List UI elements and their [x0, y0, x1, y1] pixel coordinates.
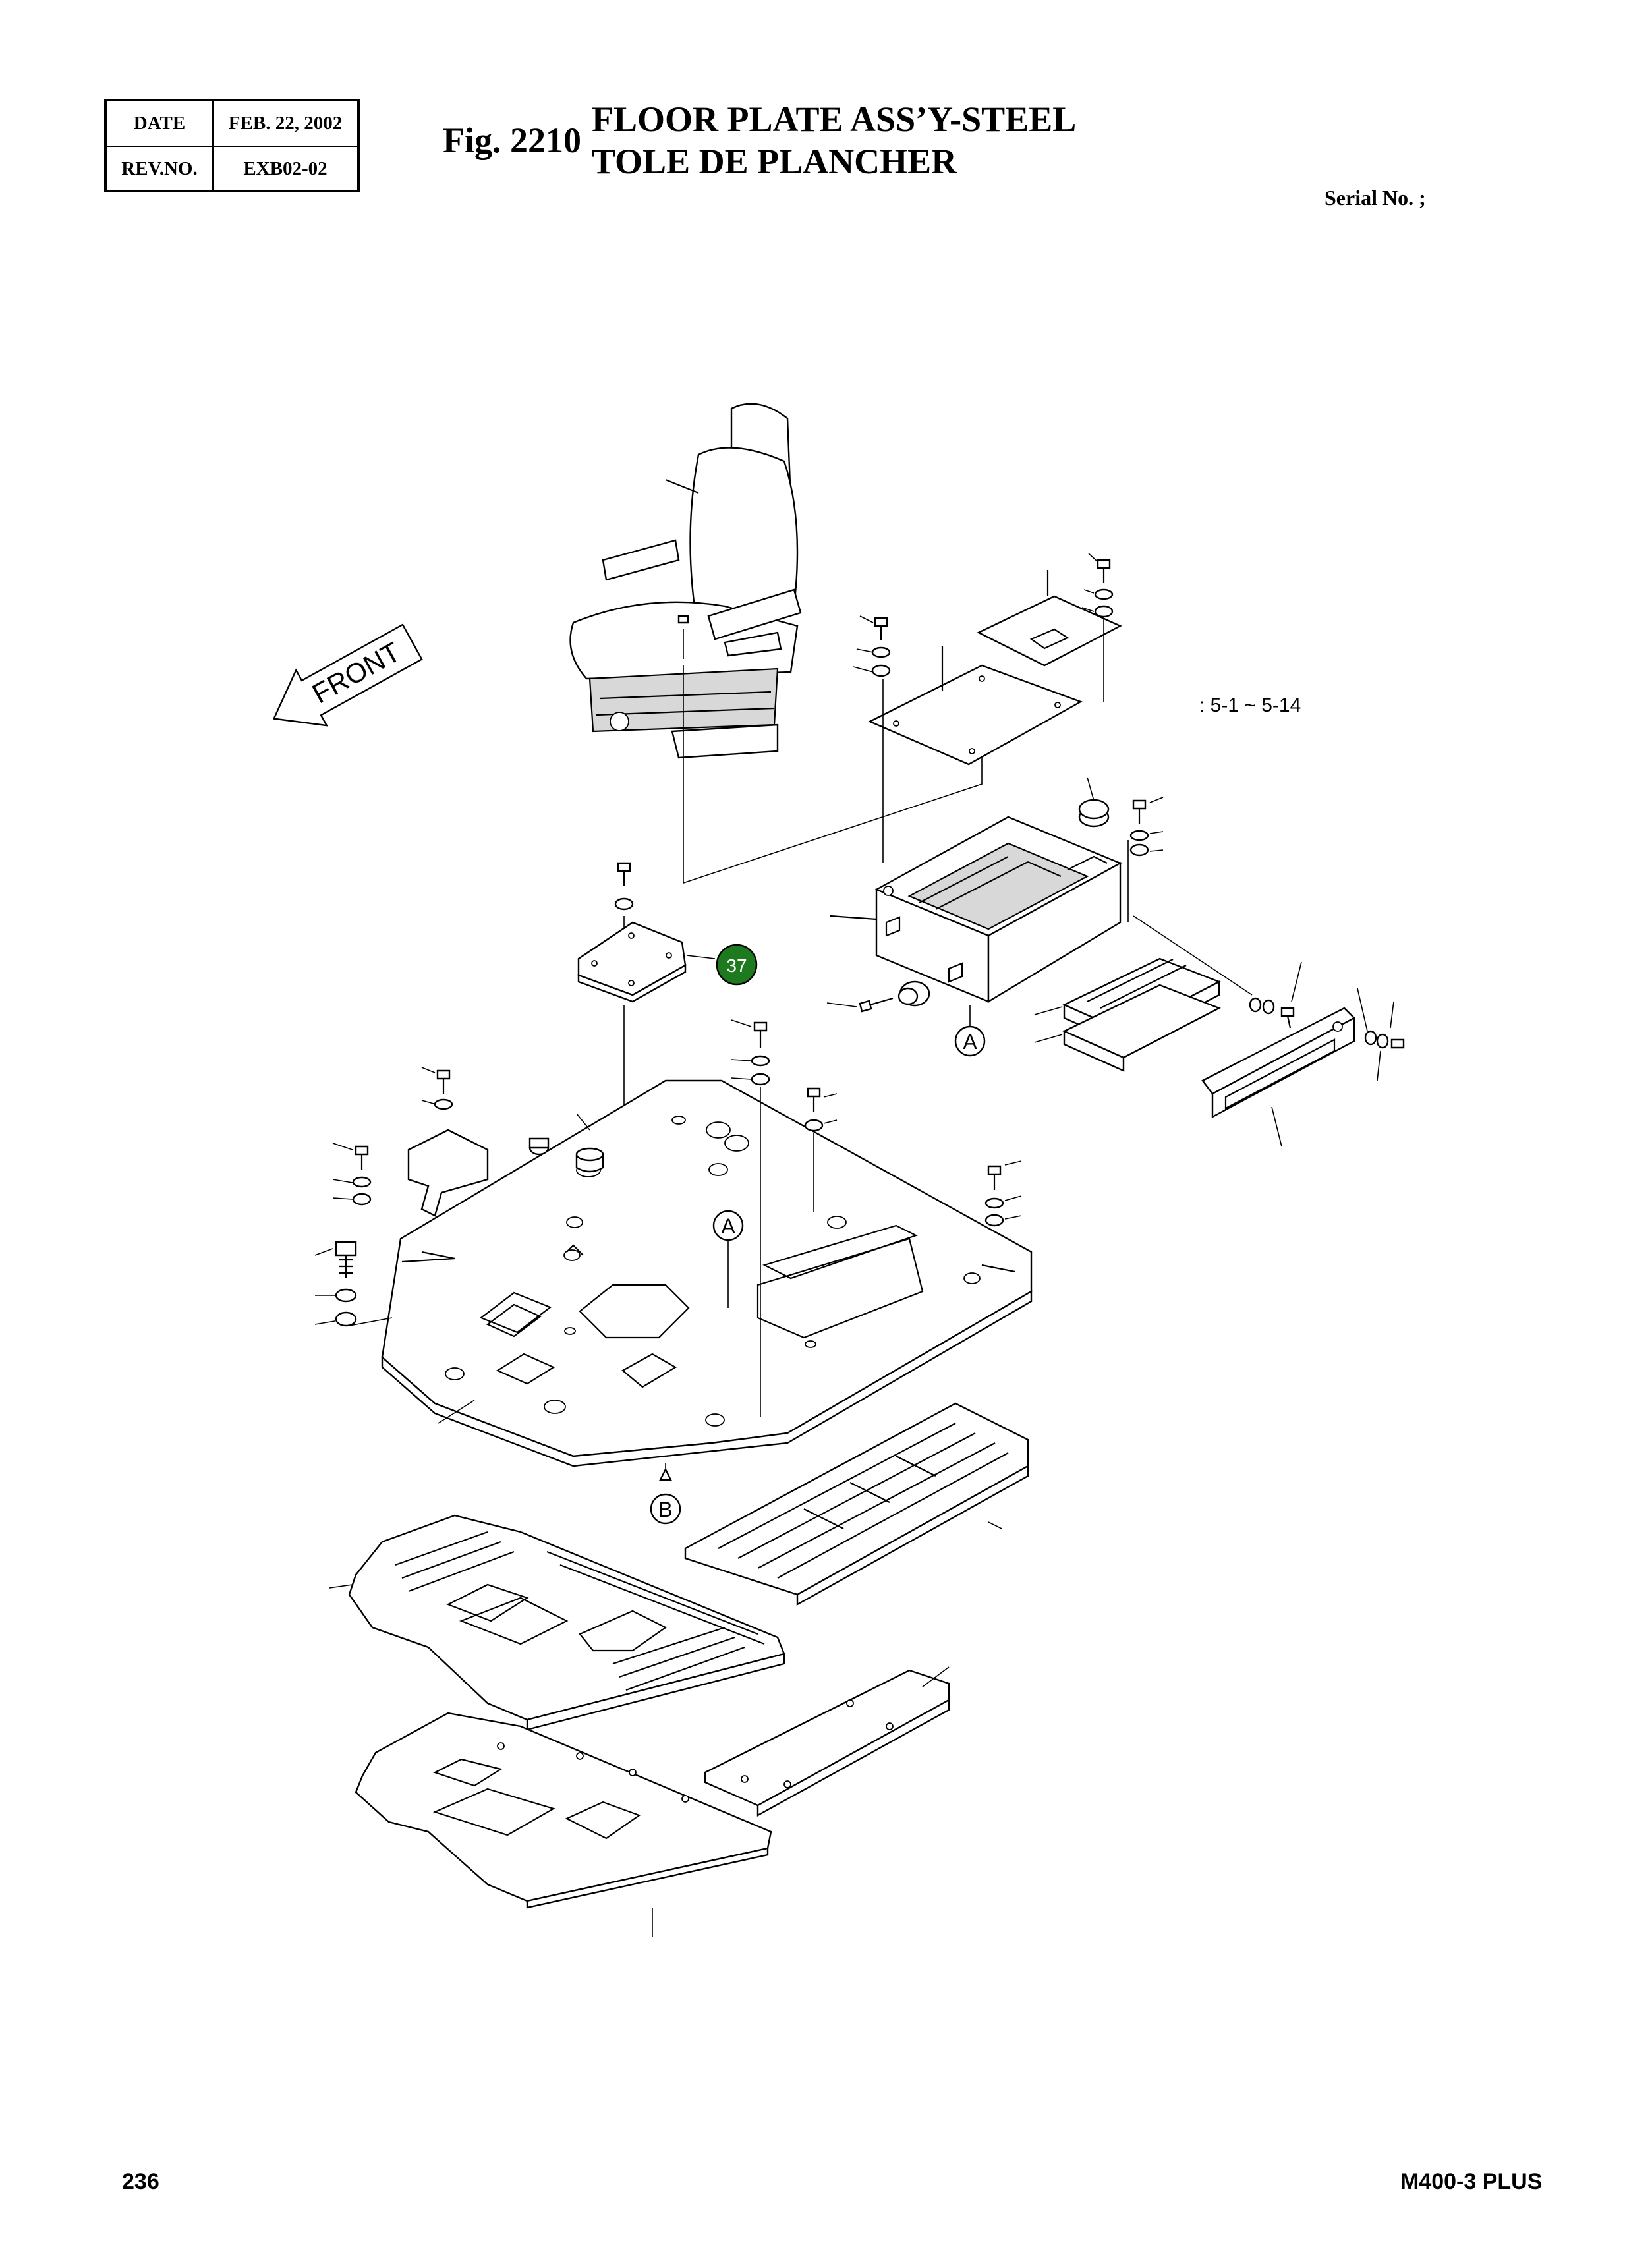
date-row: DATE FEB. 22, 2002 [107, 101, 357, 146]
title-french: TOLE DE PLANCHER [592, 142, 957, 181]
item-bubble-number: 37 [726, 955, 747, 976]
serial-number-label: Serial No. ; [1324, 186, 1426, 210]
rev-label: REV.NO. [107, 147, 214, 191]
revision-table: DATE FEB. 22, 2002 REV.NO. EXB02-02 [104, 99, 360, 192]
reference-note: : 5-1 ~ 5-14 [1199, 694, 1301, 716]
callout-a-box: A [963, 1030, 977, 1054]
callout-a-floor: A [721, 1214, 735, 1238]
date-value: FEB. 22, 2002 [228, 113, 343, 134]
right-cover-panel [704, 1666, 950, 1817]
seat-box: A [830, 816, 1122, 1057]
item-bubble-37 [716, 944, 758, 986]
seat-mount-plate [868, 570, 1122, 766]
date-label: DATE [107, 101, 214, 146]
page-number: 236 [122, 2169, 159, 2194]
operator-seat [569, 403, 983, 884]
main-floor-plate: B A [381, 1079, 1033, 1525]
model-name: M400-3 PLUS [1400, 2169, 1543, 2194]
right-ribbed-mat [684, 1402, 1029, 1606]
mounting-bolts-upper [853, 553, 1114, 863]
title-english: FLOOR PLATE ASS’Y-STEEL [592, 99, 1077, 139]
slide-rails [1034, 915, 1253, 1072]
mounting-bolts-right [1127, 797, 1164, 922]
floor-bolts-left [314, 1067, 453, 1327]
access-cover: 37 [577, 862, 758, 1305]
insulation-mat [355, 1712, 772, 1937]
figure-number: Fig. 2210 [443, 121, 581, 160]
floor-brackets [407, 1113, 604, 1217]
box-grommets [826, 777, 1110, 1013]
floor-bolts-center [731, 1019, 1022, 1417]
front-arrow: FRONT [272, 623, 423, 727]
callout-b: B [658, 1498, 672, 1521]
rev-value: EXB02-02 [243, 158, 328, 179]
ribbed-floor-mat [329, 1514, 785, 1731]
side-cover-plate [1201, 961, 1405, 1147]
rev-row: REV.NO. EXB02-02 [107, 146, 357, 191]
